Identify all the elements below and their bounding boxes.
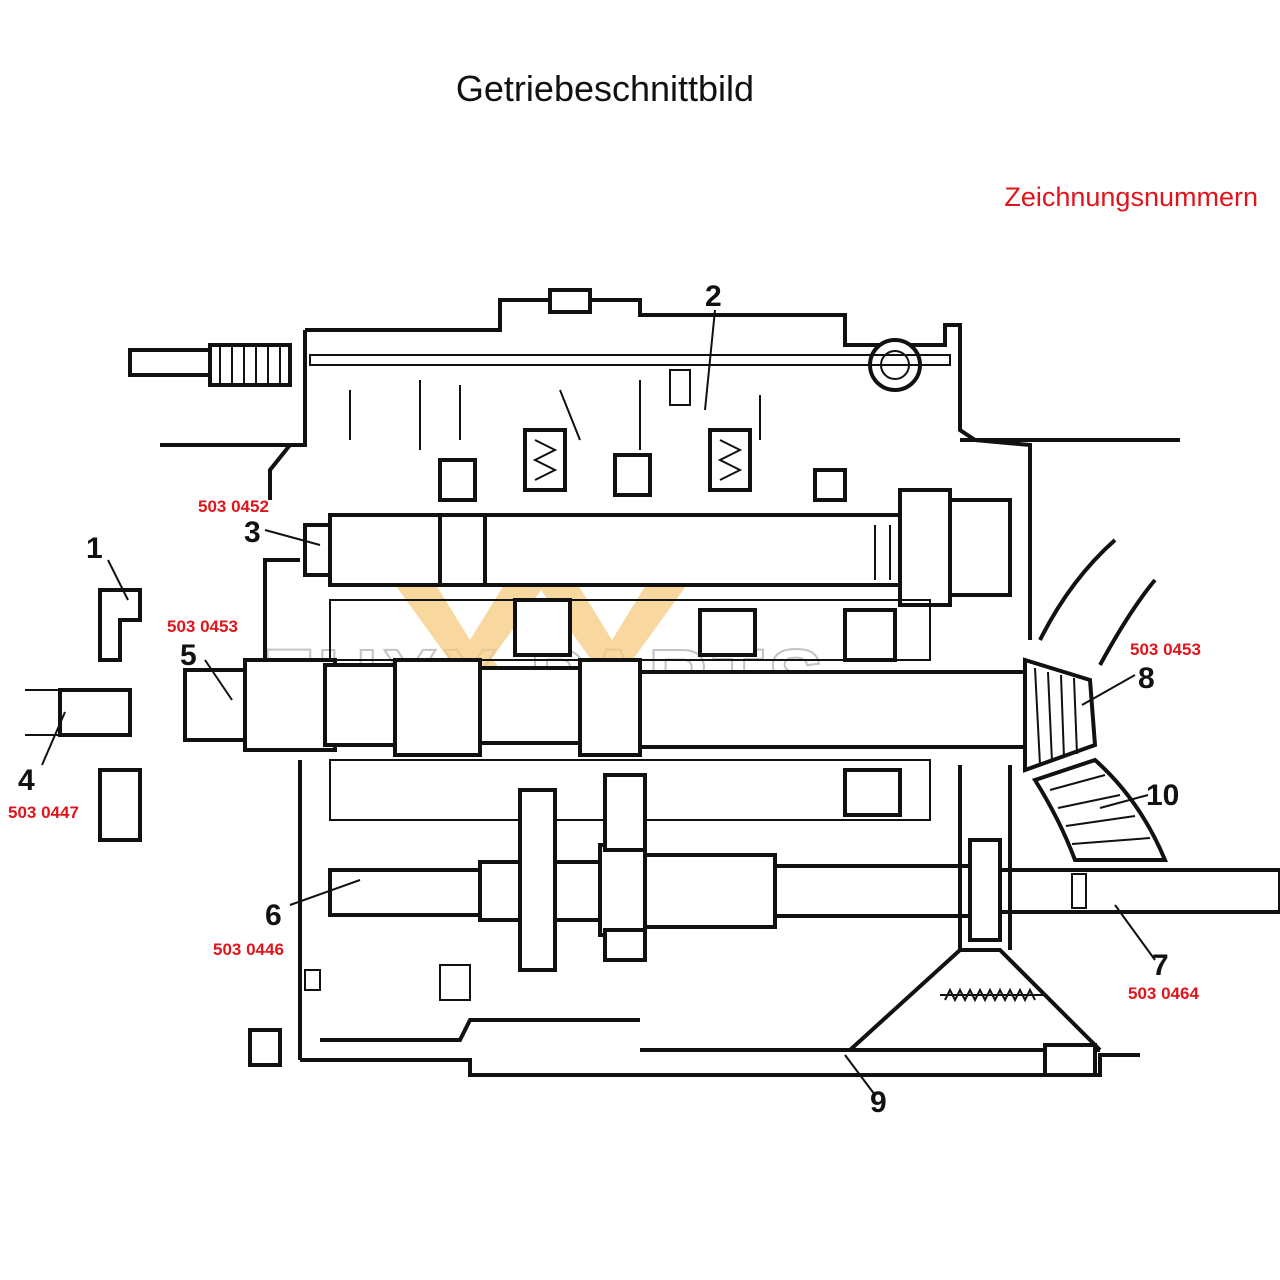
output-shaft — [958, 765, 1280, 950]
upper-shaft — [303, 488, 1012, 607]
part-number-6: 6 — [265, 899, 282, 932]
countershaft — [328, 773, 972, 972]
part-number-7: 7 — [1152, 949, 1169, 982]
drawing-code-part-4: 503 0447 — [8, 803, 79, 822]
part-number-5: 5 — [180, 639, 197, 672]
part-number-8: 8 — [1138, 662, 1155, 695]
part-number-2: 2 — [705, 280, 722, 313]
part-1-drawing — [25, 588, 142, 842]
main-shaft — [183, 658, 1027, 757]
part-number-10: 10 — [1146, 779, 1179, 812]
part-number-1: 1 — [86, 532, 103, 565]
bevel-pinion — [1023, 657, 1098, 773]
shift-rod-end — [128, 348, 222, 377]
bottom-frame — [248, 948, 1102, 1077]
drawing-code-part-6: 503 0446 — [213, 940, 284, 959]
part-number-3: 3 — [244, 516, 261, 549]
drawing-code-part-8: 503 0453 — [1130, 640, 1201, 659]
drawing-code-part-7: 503 0464 — [1128, 984, 1199, 1003]
shift-forks — [438, 428, 847, 502]
leader-lines — [41, 309, 1156, 1096]
drawing-numbers-legend: Zeichnungsnummern — [1004, 182, 1258, 212]
drawing-code-part-3: 503 0452 — [198, 497, 269, 516]
part-number-4: 4 — [18, 764, 35, 797]
crown-wheel — [1031, 538, 1169, 862]
part-number-9: 9 — [870, 1086, 887, 1119]
gearbox-housing — [128, 288, 1180, 1077]
drawing-code-part-5: 503 0453 — [167, 617, 238, 636]
page-title: Getriebeschnittbild — [455, 68, 755, 109]
shift-boot — [208, 343, 292, 387]
